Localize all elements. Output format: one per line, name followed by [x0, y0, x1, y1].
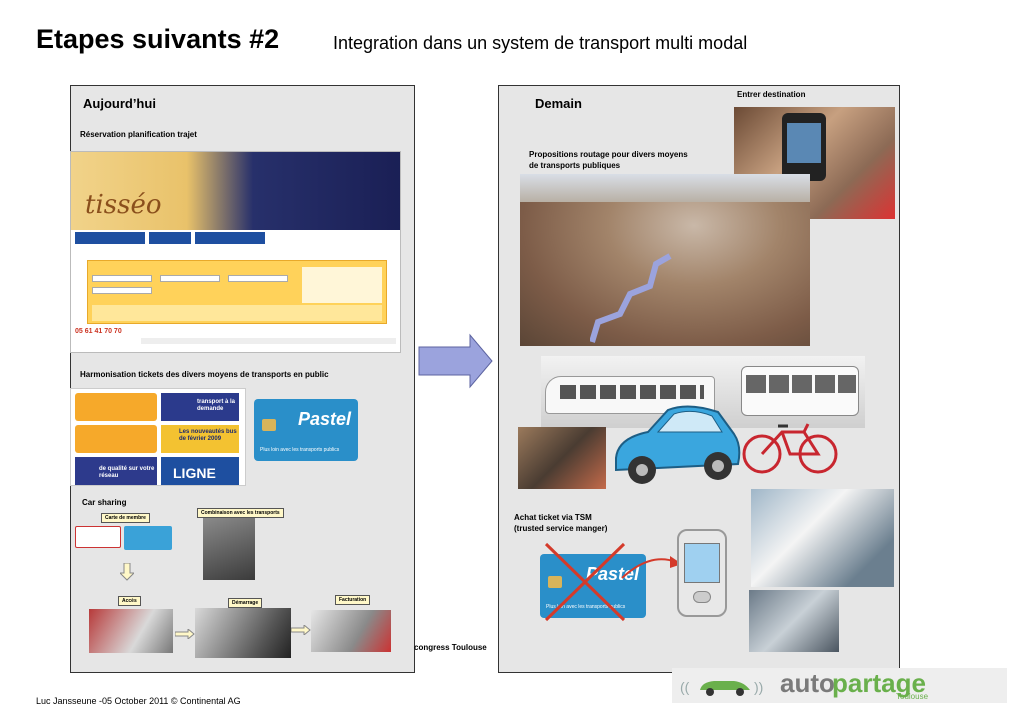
footer-links[interactable]: [141, 338, 396, 344]
car-icon: [615, 405, 741, 484]
tisseo-phone: 05 61 41 70 70: [75, 328, 122, 335]
search-form: [87, 260, 387, 324]
destination-label: Entrer destination: [737, 90, 806, 99]
billing-photo: [311, 610, 391, 652]
footer-text: Luc Jansseune -05 October 2011 © Contine…: [36, 696, 241, 706]
billing-label: Facturation: [335, 595, 371, 605]
info-strip: [92, 305, 382, 321]
start-label: Démarrage: [228, 598, 263, 608]
tisseo-website-screenshot: tisséo 05 61 41 70 70: [70, 151, 401, 353]
combination-photo: [203, 518, 255, 580]
pastel-card-tagline-2: Plus loin avec les transports publics: [546, 604, 626, 610]
ticket-yellow-1: [75, 393, 157, 421]
access-photo: [89, 609, 173, 653]
tsm-label-2: (trusted service manger): [514, 524, 608, 533]
member-card-label: Carte de membre: [101, 513, 150, 523]
logo-city: Toulouse: [896, 692, 929, 701]
page-subtitle: Integration dans un system de transport …: [333, 33, 748, 53]
curved-arrow-icon: [621, 556, 682, 579]
ticket-online: LIGNE: [161, 457, 239, 485]
bicycle-icon: [742, 423, 838, 474]
pastel-card-tomorrow: Pastel Plus loin avec les transports pub…: [540, 554, 646, 618]
smartphone-icon: [677, 529, 727, 617]
access-label: Accès: [118, 596, 141, 606]
autopartage-logo: (( )) auto partage Toulouse: [672, 668, 1007, 703]
member-card-photo: [75, 526, 121, 548]
info-box: [302, 267, 382, 303]
route-line-icon: [590, 253, 672, 343]
svg-text:)): )): [754, 679, 763, 695]
bus-interior-photo-2: [749, 590, 839, 652]
congress-text: congress Toulouse: [414, 643, 487, 652]
ticket-quality: de qualité sur votre réseau: [75, 457, 157, 485]
tram-windows: [560, 385, 704, 399]
tram-bus-photo: [541, 356, 865, 428]
right-arrow-icon: [175, 629, 195, 639]
nav-tab-3[interactable]: [195, 232, 265, 244]
cross-out-icon: [544, 542, 626, 622]
down-arrow-icon: [120, 563, 134, 581]
pastel-card-brand: Pastel: [298, 409, 352, 429]
ticket-yellow-2: [75, 425, 157, 453]
tickets-collage: transport à la demande Les nouveautés bu…: [70, 388, 246, 486]
aerial-city-photo: [520, 174, 810, 346]
page-title: Etapes suivants #2: [36, 24, 280, 54]
departure-input[interactable]: [92, 275, 152, 282]
logo-text-part2: partage: [832, 668, 926, 698]
arrival-input[interactable]: [92, 287, 152, 294]
logo-text-part1: auto: [780, 668, 835, 698]
chip-icon: [548, 576, 562, 588]
today-heading: Aujourd’hui: [83, 96, 156, 111]
right-arrow-icon: [291, 625, 311, 635]
bus: [741, 366, 859, 416]
transition-arrow-icon: [418, 333, 493, 389]
bus-interior-photo: [751, 489, 894, 587]
chip-icon: [262, 419, 276, 431]
bus-windows: [746, 375, 856, 393]
smartphone-button: [693, 591, 711, 603]
date-select[interactable]: [228, 275, 288, 282]
nav-tab-2[interactable]: [149, 232, 191, 244]
tomorrow-heading: Demain: [535, 96, 582, 111]
start-photo: [195, 608, 291, 658]
routing-label-1: Propositions routage pour divers moyens: [529, 150, 688, 159]
ticket-new-buses: Les nouveautés bus de février 2009: [161, 425, 239, 453]
tisseo-logo: tisséo: [85, 190, 162, 220]
member-card-blue: [124, 526, 172, 550]
routing-label-2: de transports publiques: [529, 161, 621, 170]
smartphone-screen: [684, 543, 720, 583]
tsm-label-1: Achat ticket via TSM: [514, 513, 592, 522]
nav-tab-1[interactable]: [75, 232, 145, 244]
tisseo-banner: [71, 152, 400, 230]
phone-screen: [787, 123, 821, 163]
ticket-transport-demand: transport à la demande: [161, 393, 239, 421]
sky: [520, 174, 810, 202]
pastel-card-tagline: Plus loin avec les transports publics: [260, 447, 340, 453]
svg-text:((: ((: [680, 679, 690, 695]
market-crowd-photo: [518, 427, 606, 489]
car-sharing-label: Car sharing: [82, 498, 127, 507]
allo-tisseo: 05 61 41 70 70: [75, 328, 135, 352]
combination-label: Combinaison avec les transports: [197, 508, 284, 518]
car-logo-icon: (( )): [680, 679, 763, 696]
via-input[interactable]: [160, 275, 220, 282]
reservation-label: Réservation planification trajet: [80, 130, 197, 139]
harmonisation-label: Harmonisation tickets des divers moyens …: [80, 370, 329, 379]
phone-device: [782, 113, 826, 181]
pastel-card-today: Pastel Plus loin avec les transports pub…: [254, 399, 358, 461]
